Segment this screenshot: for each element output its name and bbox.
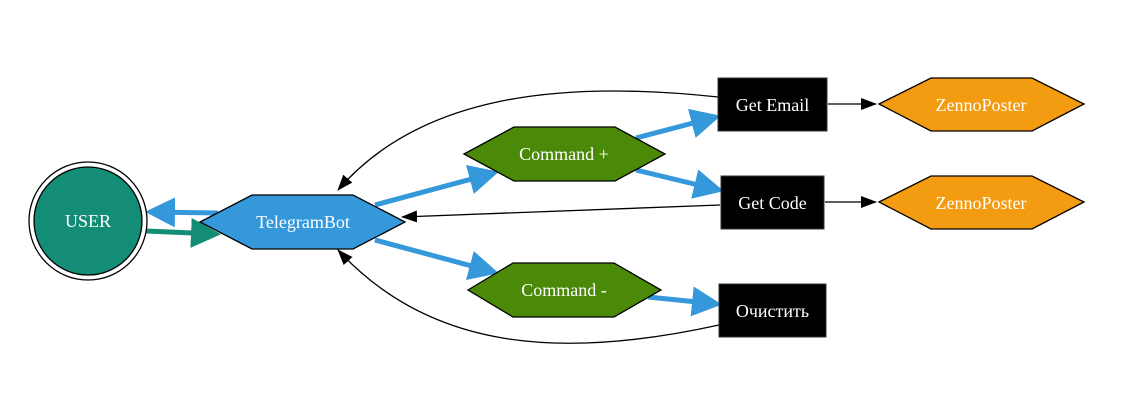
node-clear[interactable]: Очистить (718, 283, 827, 338)
edge-get-email-to-telegrambot (337, 90, 719, 191)
edge-command-plus-to-get-email (635, 108, 721, 141)
node-telegrambot[interactable]: TelegramBot (198, 194, 407, 250)
node-command-plus-label: Command + (519, 144, 609, 164)
edge-telegrambot-to-user (145, 197, 219, 228)
node-get-email-label: Get Email (736, 95, 809, 115)
node-command-plus[interactable]: Command + (462, 126, 667, 182)
node-user[interactable]: USER (28, 161, 148, 281)
edge-clear-to-telegrambot (337, 249, 720, 344)
node-zennoposter-2[interactable]: ZennoPoster (877, 175, 1086, 230)
node-command-minus[interactable]: Command - (466, 262, 663, 318)
edge-command-plus-to-get-code (635, 167, 724, 199)
edge-user-to-telegrambot (145, 217, 221, 248)
node-telegrambot-label: TelegramBot (256, 212, 350, 232)
node-user-label: USER (65, 211, 111, 231)
node-get-code[interactable]: Get Code (720, 175, 825, 230)
node-command-minus-label: Command - (521, 280, 607, 300)
node-zennoposter-1-label: ZennoPoster (936, 95, 1027, 115)
edge-telegrambot-to-command-minus (374, 237, 499, 280)
node-zennoposter-2-label: ZennoPoster (936, 193, 1027, 213)
node-get-email[interactable]: Get Email (717, 77, 828, 132)
node-zennoposter-1[interactable]: ZennoPoster (877, 77, 1086, 132)
edge-get-code-to-telegrambot (401, 204, 721, 223)
node-clear-label: Очистить (736, 301, 809, 321)
node-get-code-label: Get Code (738, 193, 806, 213)
edge-telegrambot-to-command-plus (374, 165, 499, 208)
edge-command-minus-to-clear (647, 286, 722, 317)
edges (145, 90, 877, 344)
